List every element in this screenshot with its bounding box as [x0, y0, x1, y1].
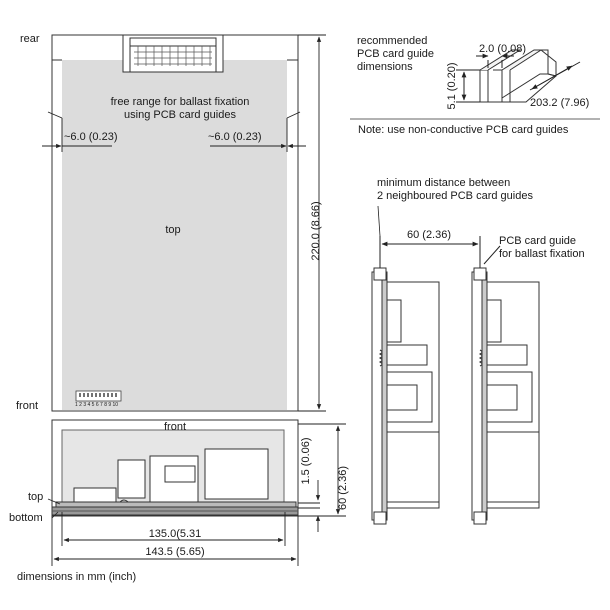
offset-right-label: ~6.0 (0.23) — [208, 131, 262, 143]
offset-left-label: ~6.0 (0.23) — [64, 131, 118, 143]
dip-switch-label: 1 2 3 4 5 6 7 8 9 10 — [75, 402, 119, 408]
spacing-distance-label: 60 (2.36) — [406, 229, 452, 241]
top-center-label: top — [165, 224, 181, 236]
spacing-detail — [371, 236, 540, 525]
guide-note: Note: use non-conductive PCB card guides — [358, 124, 569, 136]
guide-fixation-label: PCB card guide for ballast fixation — [499, 235, 585, 260]
units-note: dimensions in mm (inch) — [17, 571, 137, 583]
offset-dimensions — [42, 111, 306, 152]
top-side-label: top — [28, 491, 44, 503]
free-range-area — [62, 60, 287, 410]
ballast-unit-left — [371, 267, 440, 525]
width-outer-label: 143.5 (5.65) — [145, 546, 205, 558]
width-inner-label: 135.0(5.31 — [148, 528, 202, 540]
front-label: front — [16, 400, 39, 412]
thickness-label: 1.5 (0.06) — [300, 437, 312, 485]
rear-label: rear — [20, 33, 40, 45]
width-dimensions — [51, 512, 299, 566]
dip-switch — [75, 390, 122, 402]
free-range-label: free range for ballast fixation using PC… — [110, 96, 250, 121]
bottom-side-label: bottom — [9, 512, 43, 524]
capacitor-b — [117, 459, 146, 499]
height-label: 60 (2.36) — [337, 465, 349, 511]
guide-length-label: 203.2 (7.96) — [530, 97, 590, 109]
front-view — [51, 419, 299, 517]
height-dimensions — [298, 423, 346, 532]
ballast-unit-right — [471, 267, 540, 525]
spacing-leader — [377, 205, 381, 237]
length-dimension — [298, 34, 326, 412]
transformer — [204, 448, 269, 500]
pcb-board — [55, 501, 297, 508]
spacing-title: minimum distance between 2 neighboured P… — [377, 177, 533, 202]
length-label: 220.0 (8.66) — [310, 201, 322, 261]
slot-width-label: 2.0 (0.08) — [479, 43, 527, 55]
front-panel-label: front — [163, 421, 186, 433]
top-view — [51, 34, 299, 412]
guide-detail — [456, 49, 581, 103]
leader-lines — [47, 498, 61, 519]
rear-connector — [122, 34, 224, 73]
guide-detail-title: recommended PCB card guide dimensions — [357, 35, 435, 73]
slot-height-label: 5.1 (0.20) — [446, 62, 458, 110]
